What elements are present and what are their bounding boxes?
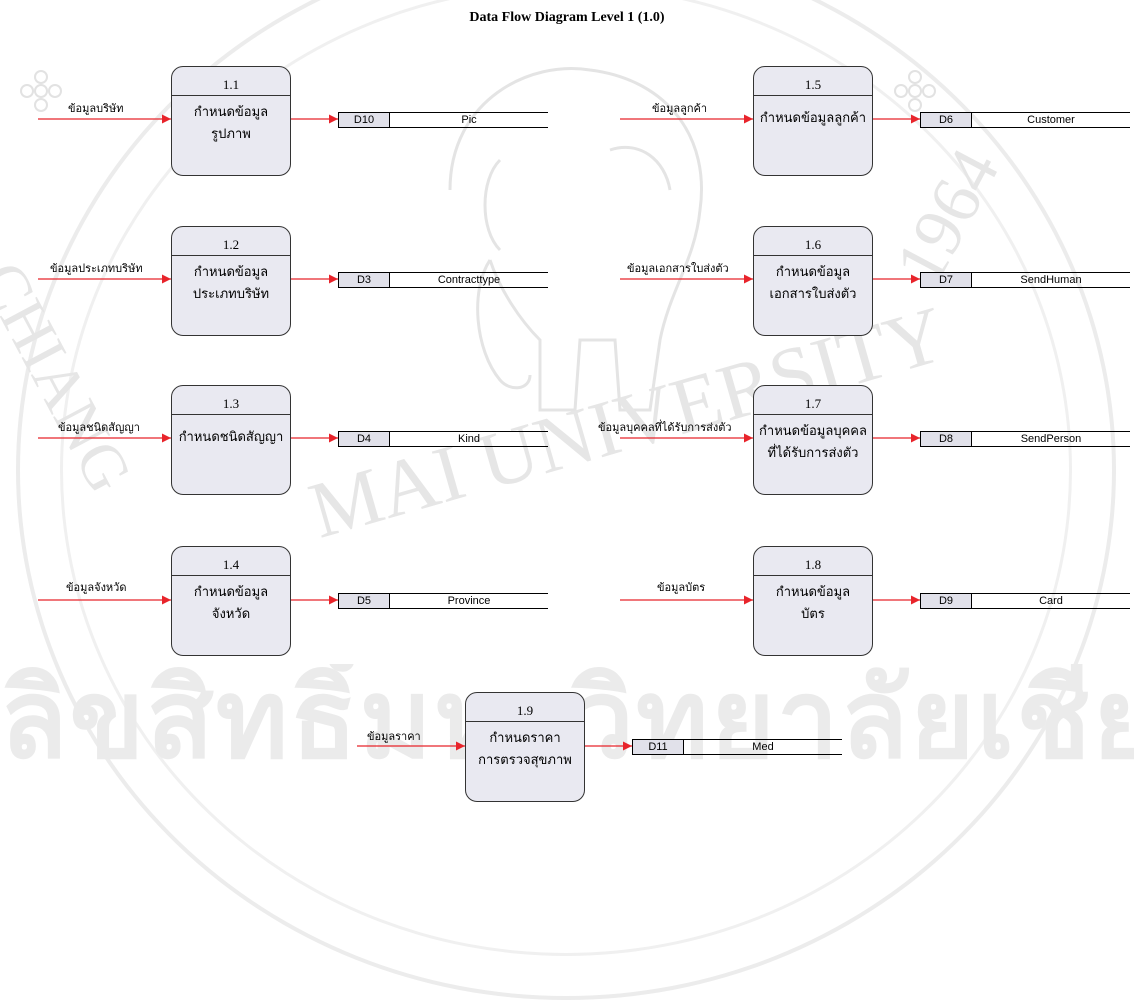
process-1-2[interactable]: 1.2 กำหนดข้อมูล ประเภทบริษัท [171, 226, 291, 336]
process-divider [754, 95, 872, 96]
process-1-3[interactable]: 1.3 กำหนดชนิดสัญญา [171, 385, 291, 495]
process-1-6[interactable]: 1.6 กำหนดข้อมูล เอกสารใบส่งตัว [753, 226, 873, 336]
process-divider [172, 95, 290, 96]
data-store-id: D8 [920, 432, 972, 446]
process-name: กำหนดข้อมูล จังหวัด [193, 584, 269, 621]
data-store-d11[interactable]: D11 Med [632, 739, 842, 755]
process-1-7[interactable]: 1.7 กำหนดข้อมูลบุคคล ที่ได้รับการส่งตัว [753, 385, 873, 495]
data-store-d8[interactable]: D8 SendPerson [920, 431, 1130, 447]
flow-label: ข้อมูลจังหวัด [66, 582, 127, 594]
process-divider [172, 575, 290, 576]
data-store-name: Customer [1027, 114, 1075, 126]
process-name: กำหนดข้อมูล บัตร [775, 584, 851, 621]
data-store-name: SendPerson [1020, 433, 1082, 445]
data-store-id: D3 [338, 273, 390, 287]
process-id: 1.7 [804, 396, 822, 411]
process-divider [754, 414, 872, 415]
data-store-id: D10 [338, 113, 390, 127]
data-store-name: SendHuman [1020, 274, 1082, 286]
flow-label: ข้อมูลบุคคลที่ได้รับการส่งตัว [598, 422, 732, 434]
data-store-d4[interactable]: D4 Kind [338, 431, 548, 447]
data-store-name: Contracttype [437, 274, 501, 286]
data-store-d3[interactable]: D3 Contracttype [338, 272, 548, 288]
process-divider [754, 255, 872, 256]
flow-label: ข้อมูลราคา [367, 731, 421, 743]
diagram-title: Data Flow Diagram Level 1 (1.0) [469, 10, 665, 25]
data-store-d10[interactable]: D10 Pic [338, 112, 548, 128]
process-1-8[interactable]: 1.8 กำหนดข้อมูล บัตร [753, 546, 873, 656]
data-store-id: D9 [920, 594, 972, 608]
flow-label: ข้อมูลประเภทบริษัท [50, 263, 143, 275]
process-id: 1.5 [804, 77, 822, 92]
data-store-name: Kind [457, 433, 481, 445]
process-name: กำหนดชนิดสัญญา [178, 429, 284, 444]
data-store-d6[interactable]: D6 Customer [920, 112, 1130, 128]
data-store-d5[interactable]: D5 Province [338, 593, 548, 609]
process-1-9[interactable]: 1.9 กำหนดราคา การตรวจสุขภาพ [465, 692, 585, 802]
process-1-4[interactable]: 1.4 กำหนดข้อมูล จังหวัด [171, 546, 291, 656]
process-name: กำหนดข้อมูล ประเภทบริษัท [192, 264, 270, 301]
process-divider [754, 575, 872, 576]
process-id: 1.4 [222, 557, 240, 572]
data-store-id: D5 [338, 594, 390, 608]
process-id: 1.2 [222, 237, 240, 252]
data-store-id: D11 [632, 740, 684, 754]
flow-label: ข้อมูลบริษัท [68, 103, 124, 115]
data-store-name: Province [447, 595, 491, 607]
data-store-d9[interactable]: D9 Card [920, 593, 1130, 609]
data-store-id: D6 [920, 113, 972, 127]
data-store-id: D7 [920, 273, 972, 287]
process-id: 1.8 [804, 557, 822, 572]
process-name: กำหนดข้อมูล รูปภาพ [193, 104, 269, 141]
data-store-id: D4 [338, 432, 390, 446]
process-name: กำหนดข้อมูล เอกสารใบส่งตัว [769, 264, 857, 301]
data-store-name: Med [752, 741, 774, 753]
process-name: กำหนดข้อมูลลูกค้า [759, 110, 867, 125]
data-store-d7[interactable]: D7 SendHuman [920, 272, 1130, 288]
process-id: 1.9 [516, 703, 534, 718]
process-name: กำหนดราคา การตรวจสุขภาพ [478, 730, 572, 767]
process-id: 1.6 [804, 237, 822, 252]
process-name: กำหนดข้อมูลบุคคล ที่ได้รับการส่งตัว [759, 423, 867, 460]
data-store-name: Pic [461, 114, 477, 126]
flow-label: ข้อมูลเอกสารใบส่งตัว [627, 263, 729, 275]
process-1-5[interactable]: 1.5 กำหนดข้อมูลลูกค้า [753, 66, 873, 176]
data-store-name: Card [1039, 595, 1063, 607]
process-divider [466, 721, 584, 722]
flow-label: ข้อมูลบัตร [657, 582, 706, 594]
process-divider [172, 255, 290, 256]
process-divider [172, 414, 290, 415]
process-1-1[interactable]: 1.1 กำหนดข้อมูล รูปภาพ [171, 66, 291, 176]
process-id: 1.3 [222, 396, 240, 411]
flow-label: ข้อมูลลูกค้า [652, 103, 708, 115]
flow-label: ข้อมูลชนิดสัญญา [58, 422, 140, 434]
process-id: 1.1 [222, 77, 240, 92]
